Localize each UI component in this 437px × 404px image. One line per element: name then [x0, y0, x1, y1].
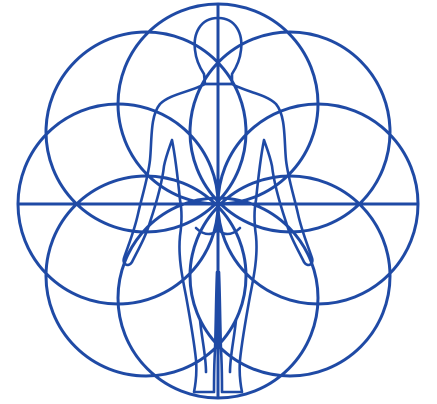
circle-upper-right — [190, 32, 390, 232]
circle-upper-left — [46, 32, 246, 232]
